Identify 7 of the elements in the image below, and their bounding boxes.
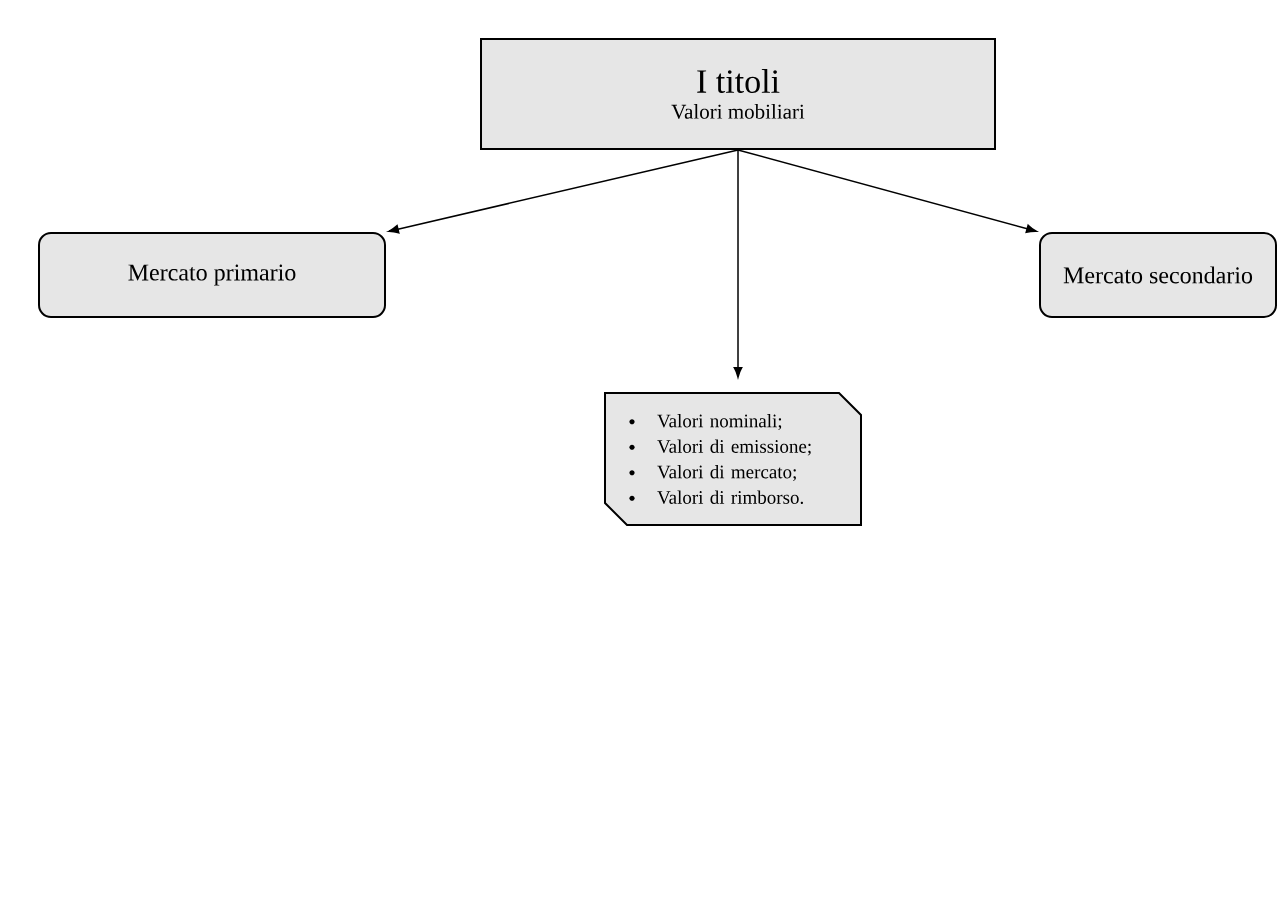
arrow <box>733 148 743 378</box>
title-box: I titoli Valori mobiliari <box>480 38 996 150</box>
rounded-box: Mercato secondario <box>1039 232 1277 318</box>
arrow <box>388 149 739 234</box>
bullet-box: Valori nominali; Valori di emissione; Valori di mercato; Valori di rimborso. <box>604 392 862 526</box>
rounded-box: Mercato primario <box>38 232 386 318</box>
arrow <box>737 149 1037 234</box>
